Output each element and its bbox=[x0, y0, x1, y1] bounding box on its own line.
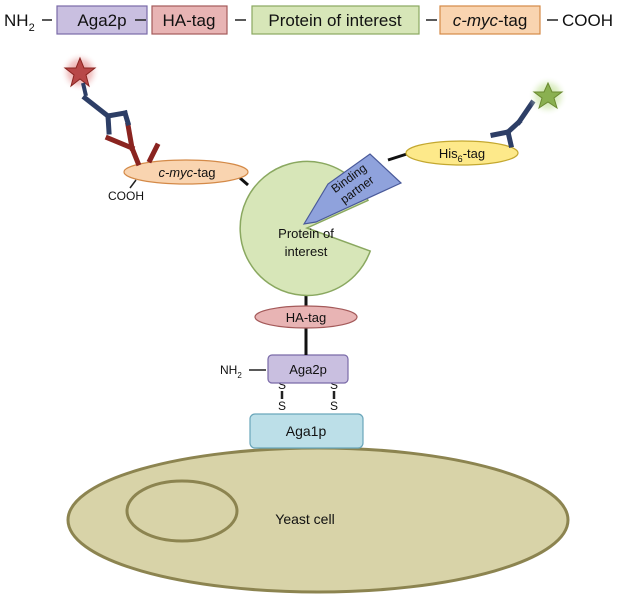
aga1p-label: Aga1p bbox=[286, 423, 327, 439]
construct-box-ha-tag bbox=[151, 5, 228, 35]
his6-tag-label: His6-tag bbox=[439, 146, 485, 164]
svg-text:S: S bbox=[278, 399, 286, 413]
yeast-nucleus bbox=[125, 479, 239, 543]
protein-label-line2: interest bbox=[285, 244, 328, 259]
construct-box-aga2p bbox=[56, 5, 148, 35]
aga2p-nh2-label: NH2 bbox=[220, 363, 242, 380]
aga2p bbox=[267, 354, 349, 384]
cmyc-cooh-label: COOH bbox=[108, 189, 144, 203]
disulfide-bond-left: S S bbox=[278, 378, 286, 413]
construct-box-cmyc bbox=[439, 5, 541, 35]
his6-tag bbox=[405, 140, 519, 166]
primary-antibody-cmyc bbox=[104, 122, 161, 167]
disulfide-bond-right: S S bbox=[330, 378, 338, 413]
red-star-icon bbox=[60, 52, 100, 97]
construct-box-aga2p-label: Aga2p bbox=[77, 11, 126, 30]
cmyc-tag-label: c-myc-tag bbox=[158, 165, 215, 180]
construct-box-ha-tag-label: HA-tag bbox=[163, 11, 216, 30]
svg-text:S: S bbox=[330, 399, 338, 413]
ha-tag bbox=[254, 305, 358, 329]
linker-protein-cmyc bbox=[239, 176, 249, 187]
protein-label-line1: Protein of bbox=[278, 226, 334, 241]
construct-c-terminus: COOH bbox=[562, 11, 613, 30]
svg-text:S: S bbox=[330, 378, 338, 392]
cmyc-tag bbox=[123, 159, 249, 185]
construct-box-protein-label: Protein of interest bbox=[268, 11, 402, 30]
yeast-cell-label: Yeast cell bbox=[275, 511, 334, 527]
aga1p bbox=[249, 413, 364, 449]
svg-text:S: S bbox=[278, 378, 286, 392]
construct-box-cmyc-label: c-myc-tag bbox=[453, 11, 528, 30]
secondary-antibody-cmyc bbox=[81, 94, 132, 135]
construct-box-protein bbox=[251, 5, 420, 35]
ha-tag-label: HA-tag bbox=[286, 310, 326, 325]
antibody-his6 bbox=[490, 99, 536, 148]
construct-bar: NH2 Aga2p HA-tag Protein of interest c-m… bbox=[4, 5, 613, 35]
construct-n-terminus: NH2 bbox=[4, 11, 35, 34]
aga2p-label: Aga2p bbox=[289, 362, 327, 377]
cmyc-cooh-link bbox=[129, 179, 137, 189]
green-star-icon bbox=[528, 76, 568, 116]
